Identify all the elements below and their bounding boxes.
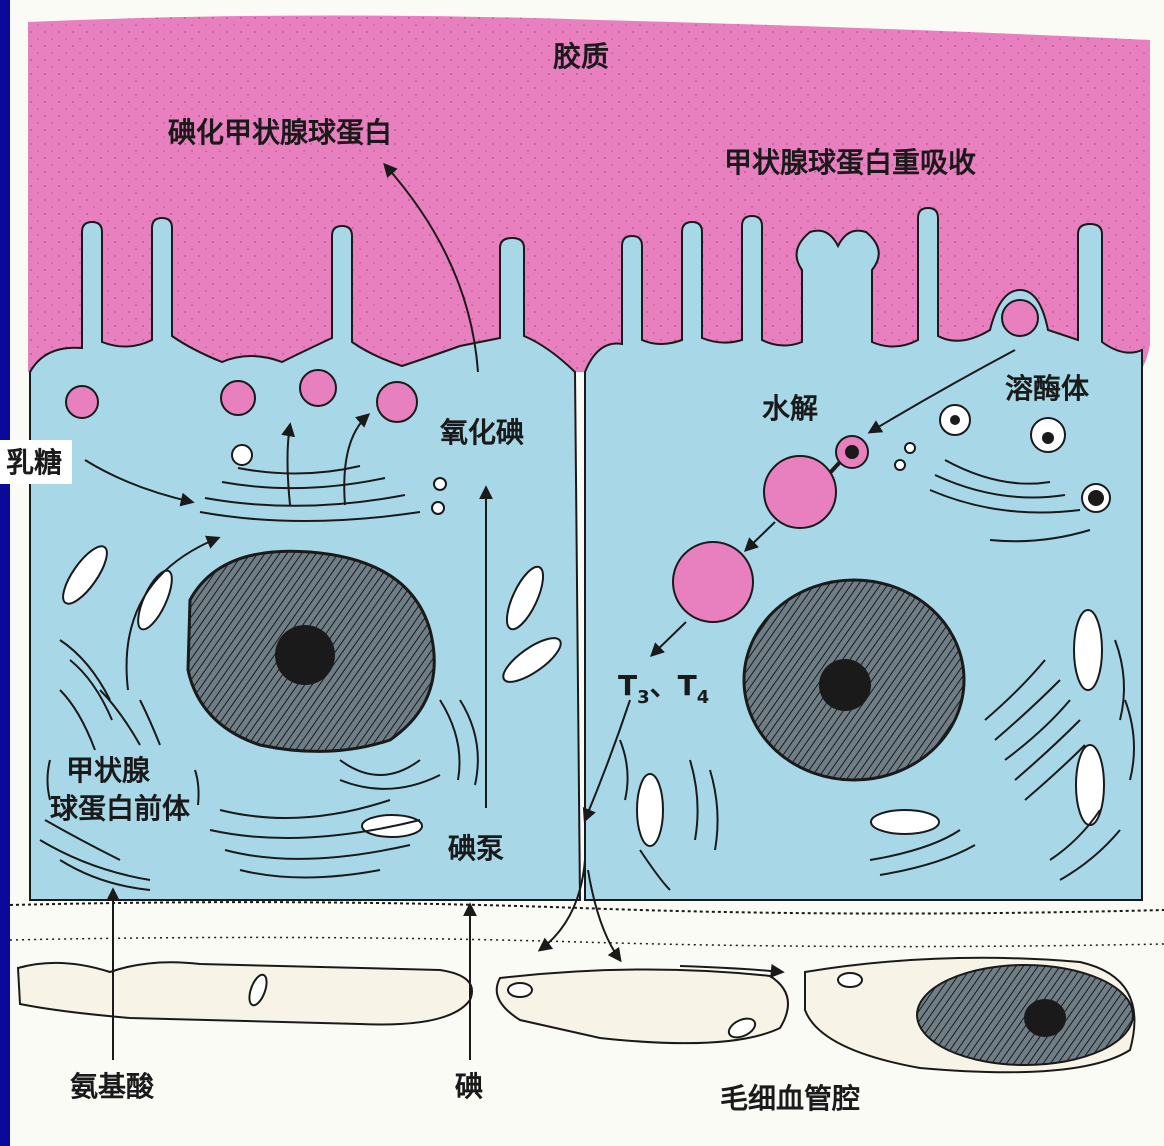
- colloid-label: 胶质: [553, 40, 609, 73]
- precursor-label-line1: 甲状腺: [66, 754, 151, 787]
- left-nucleus: [188, 551, 434, 751]
- right-nucleus: [744, 580, 964, 780]
- iodide-pump-label: 碘泵: [448, 832, 504, 865]
- lactose-label: 乳糖: [6, 446, 62, 479]
- amino-acid-label: 氨基酸: [70, 1070, 155, 1103]
- oxidized-iodine-label: 氧化碘: [440, 416, 524, 449]
- thyroglobulin-reabsorption-label: 甲状腺球蛋白重吸收: [724, 146, 976, 179]
- lysosome-label: 溶酶体: [1005, 372, 1090, 405]
- capillary-lumen-label: 毛细血管腔: [720, 1082, 860, 1115]
- iodinated-thyroglobulin-label: 碘化甲状腺球蛋白: [168, 116, 392, 149]
- iodine-label: 碘: [455, 1070, 483, 1103]
- precursor-label-line2: 球蛋白前体: [50, 792, 191, 825]
- hydrolysis-label: 水解: [762, 392, 818, 425]
